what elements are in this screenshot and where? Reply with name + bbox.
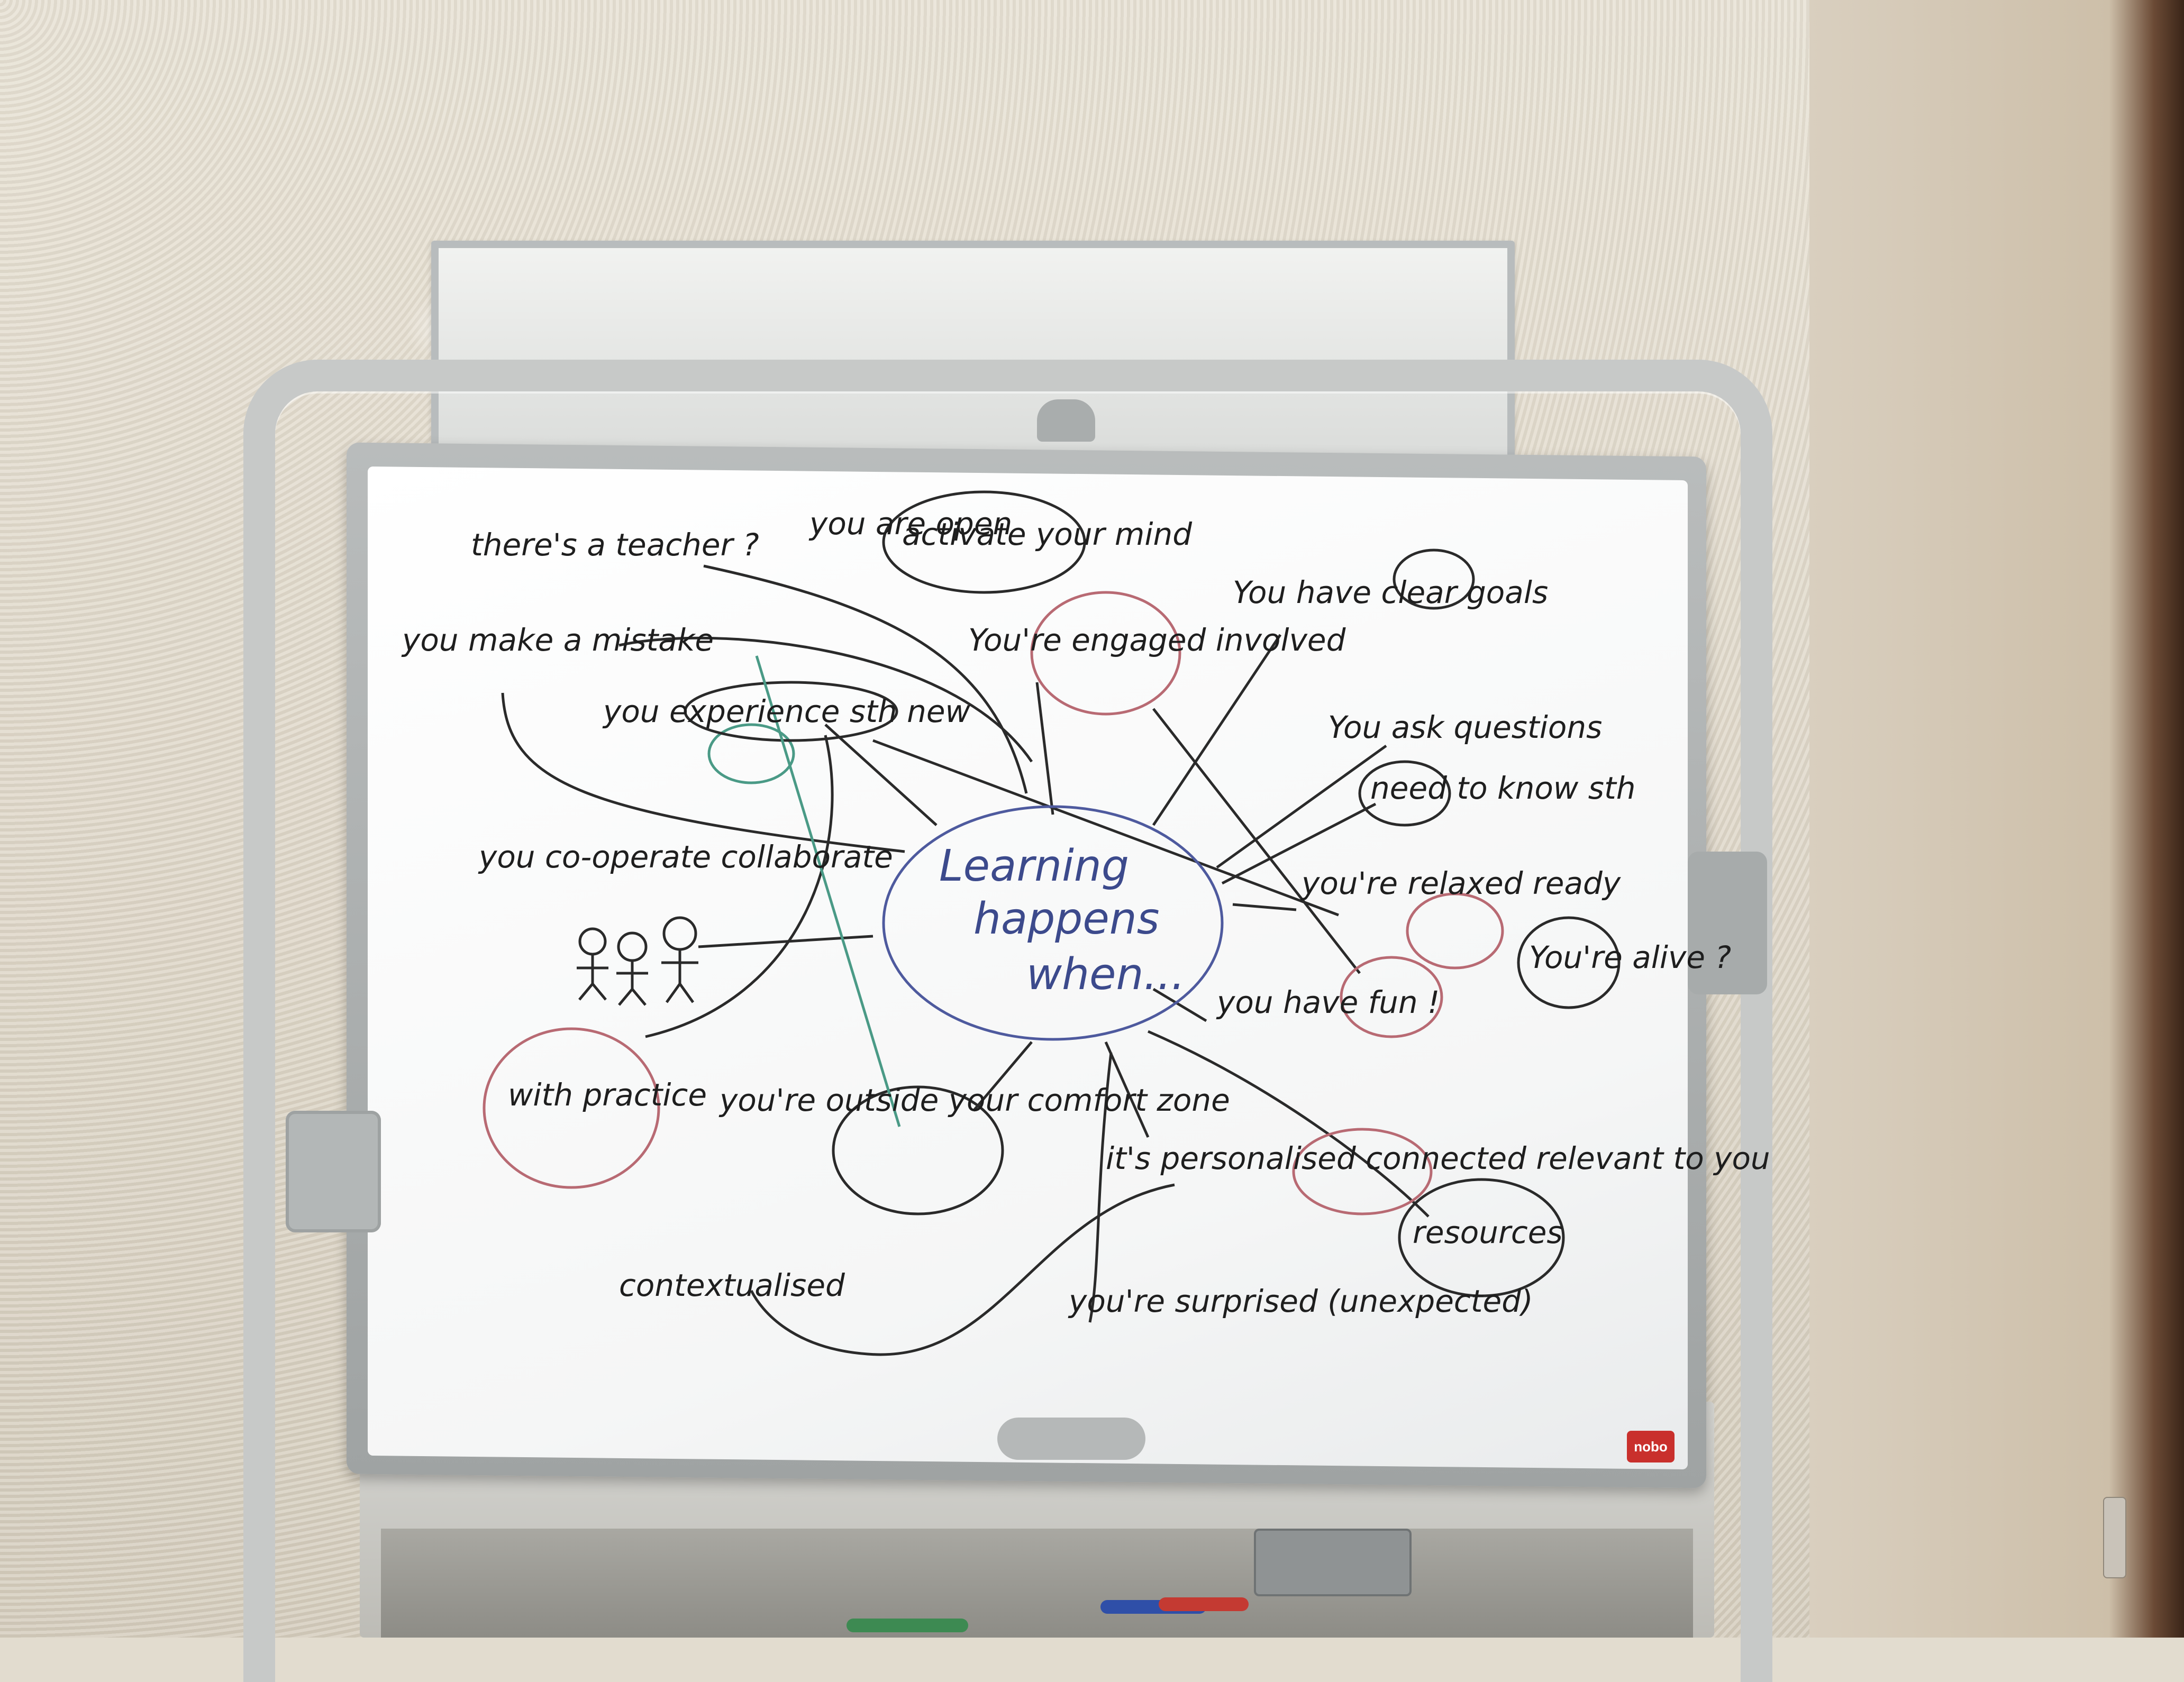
phrase-activate: activate your mind — [902, 516, 1193, 552]
circle-alive — [1517, 916, 1621, 1009]
marker-green — [847, 1619, 968, 1632]
whiteboard-stand — [243, 360, 1772, 1682]
phrase-questions: You ask questions — [1328, 709, 1602, 745]
circle-comfort-zone — [832, 1085, 1004, 1215]
center-line-2: happens — [973, 894, 1159, 944]
circle-activate — [882, 490, 1086, 594]
phrase-relaxed: you're relaxed ready — [1300, 865, 1621, 901]
phrase-need-to-know: need to know sth — [1370, 770, 1635, 806]
circle-ready — [1406, 892, 1504, 970]
phrase-cooperate: you co-operate collaborate — [478, 839, 893, 875]
circle-experience — [684, 681, 898, 742]
stick-figures-icon — [577, 916, 698, 1006]
brand-logo: nobo — [1627, 1431, 1675, 1462]
circle-resources — [1398, 1178, 1565, 1297]
phrase-fun: you have fun ! — [1216, 984, 1440, 1020]
circle-new — [707, 723, 795, 784]
eraser — [1254, 1529, 1412, 1596]
mind-map: Learning happens when... there's — [401, 490, 1770, 1356]
bottom-knob — [997, 1418, 1145, 1460]
center-oval — [882, 805, 1224, 1041]
phrase-teacher: there's a teacher ? — [471, 527, 759, 563]
center-line-1: Learning — [939, 841, 1129, 891]
phrase-practice: with practice — [508, 1077, 707, 1113]
phrase-surprised: you're surprised (unexpected) — [1068, 1283, 1533, 1319]
circle-clear — [1393, 549, 1475, 610]
left-clamp — [286, 1111, 381, 1232]
phrase-clear-goals: You have clear goals — [1233, 574, 1548, 610]
tray-slot — [381, 1529, 1693, 1638]
center-line-3: when... — [1026, 949, 1185, 1000]
marker-red — [1159, 1597, 1249, 1611]
circle-engaged — [1030, 591, 1181, 716]
circle-fun — [1340, 956, 1443, 1038]
phrase-contextualised: contextualised — [619, 1267, 845, 1303]
circle-relevant — [1292, 1128, 1433, 1215]
phrase-personalised: it's personalised connected relevant to … — [1106, 1140, 1770, 1176]
circle-need — [1358, 760, 1451, 827]
right-clamp — [1688, 852, 1767, 994]
door-latch — [2103, 1497, 2126, 1578]
phrase-mistake: you make a mistake — [401, 622, 714, 658]
phrase-engaged: You're engaged involved — [968, 622, 1346, 658]
connector-lines — [501, 564, 1430, 1356]
phrase-alive: You're alive ? — [1529, 939, 1731, 975]
door-edge — [1809, 0, 2184, 1638]
circle-practice — [483, 1027, 660, 1189]
top-knob — [1037, 399, 1095, 442]
phrase-comfort-zone: you're outside your comfort zone — [718, 1082, 1230, 1118]
phrase-resources: resources — [1413, 1214, 1563, 1250]
phrase-experience: you experience sth new — [602, 693, 971, 729]
phrase-open: you are open — [808, 506, 1012, 542]
green-line — [755, 655, 901, 1127]
